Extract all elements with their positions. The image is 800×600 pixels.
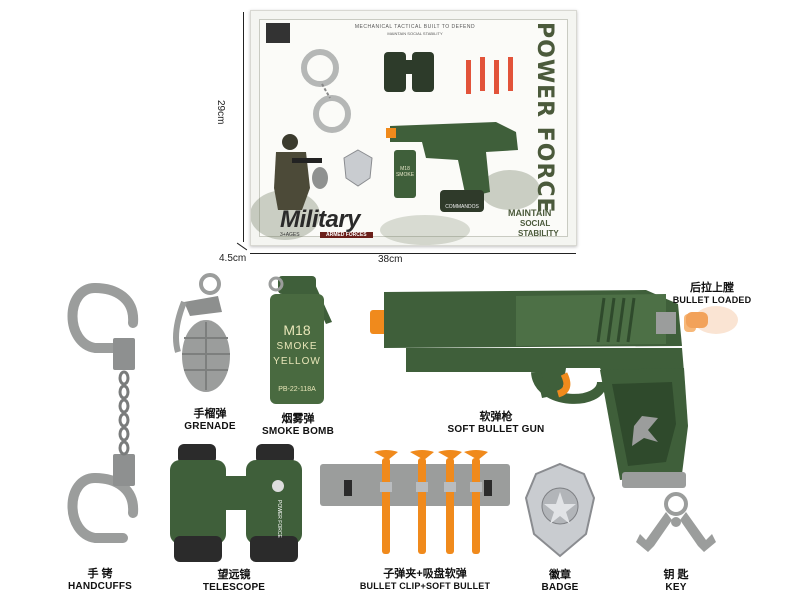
box-smoke-bomb-image	[394, 150, 416, 198]
handcuffs-en: HANDCUFFS	[67, 581, 133, 592]
bullet-loaded-cn: 后拉上膛	[689, 282, 734, 294]
package-subheader: MAINTAIN SOCIAL STABILITY	[387, 31, 443, 36]
smoke-bomb-en: SMOKE BOMB	[262, 426, 334, 437]
gun-cn: 软弹枪	[479, 411, 513, 423]
box-smoke-bomb-text: M18 SMOKE	[395, 166, 415, 178]
gun-image	[370, 290, 696, 488]
grenade-image	[173, 273, 230, 392]
smoke-bomb-print-1: M18	[283, 322, 311, 338]
bullet-loaded-label: 后拉上膛 BULLET LOADED	[673, 279, 752, 305]
package-logo	[266, 23, 290, 43]
bullet-loaded-en: BULLET LOADED	[672, 295, 752, 305]
slogan-line-3: STABILITY	[518, 229, 559, 238]
package-box: MECHANICAL TACTICAL BUILT TO DEFEND MAIN…	[250, 10, 577, 246]
handcuffs-image	[67, 283, 139, 543]
telescope-en: TELESCOPE	[202, 582, 266, 593]
package-window: MECHANICAL TACTICAL BUILT TO DEFEND MAIN…	[251, 19, 568, 245]
slogan-line-2: SOCIAL	[520, 219, 551, 228]
height-dimension-line	[243, 12, 244, 242]
width-dimension-label: 38cm	[378, 254, 403, 265]
grenade-en: GRENADE	[184, 421, 236, 432]
key-label: 钥 匙 KEY	[663, 566, 688, 593]
handcuffs-cn: 手 铐	[87, 568, 113, 580]
smoke-bomb-code: PB-22-118A	[278, 386, 316, 393]
smoke-bomb-image	[268, 276, 332, 404]
brand-logo: Military	[280, 206, 361, 233]
package-side-title: POWER FORCE	[532, 22, 557, 214]
smoke-bomb-cn: 烟雾弹	[281, 413, 315, 425]
box-telescope-image	[384, 52, 434, 92]
height-dimension-label: 29cm	[215, 100, 226, 125]
badge-cn: 徽章	[549, 569, 571, 581]
telescope-label: 望远镜 TELESCOPE	[203, 566, 265, 593]
width-dimension-line	[250, 253, 576, 254]
commandos-emblem	[440, 190, 484, 212]
bullets-en: BULLET CLIP+SOFT BULLET	[359, 581, 491, 591]
bullet-loaded-flash	[686, 306, 738, 334]
key-en: KEY	[665, 582, 687, 593]
depth-dimension-line	[236, 242, 248, 251]
gun-label: 软弹枪 SOFT BULLET GUN	[448, 408, 545, 435]
box-badge-image	[343, 149, 373, 187]
bullet-clip-image	[320, 450, 510, 554]
box-handcuffs-image	[301, 49, 351, 133]
smoke-bomb-label: 烟雾弹 SMOKE BOMB	[262, 410, 334, 437]
grenade-label: 手榴弹 GRENADE	[184, 405, 235, 432]
badge-en: BADGE	[541, 582, 579, 593]
box-gun-image	[386, 122, 518, 198]
bullets-label: 子弹夹+吸盘软弹 BULLET CLIP+SOFT BULLET	[360, 565, 490, 591]
key-cn: 钥 匙	[663, 569, 689, 581]
grenade-cn: 手榴弹	[193, 408, 227, 420]
badge-label: 徽章 BADGE	[541, 566, 578, 593]
box-bullets-image	[466, 57, 513, 94]
brand-subtitle: ARMED FORCES	[320, 232, 373, 238]
telescope-print: POWER FORCE	[276, 500, 282, 538]
box-grenade-image	[312, 167, 328, 189]
age-label: 3+AGES	[280, 232, 300, 238]
telescope-cn: 望远镜	[217, 569, 251, 581]
slogan-line-1: MAINTAIN	[508, 208, 552, 218]
package-header: MECHANICAL TACTICAL BUILT TO DEFEND	[354, 24, 476, 30]
handcuffs-label: 手 铐 HANDCUFFS	[68, 565, 132, 592]
gun-en: SOFT BULLET GUN	[447, 424, 545, 435]
box-soldier-image	[274, 134, 322, 210]
key-image	[636, 492, 716, 552]
smoke-bomb-print-2: SMOKE	[276, 341, 318, 352]
badge-image	[524, 462, 596, 558]
smoke-bomb-print-3: YELLOW	[273, 356, 321, 367]
telescope-image	[170, 444, 302, 562]
bullets-cn: 子弹夹+吸盘软弹	[383, 568, 467, 580]
depth-dimension-label: 4.5cm	[219, 253, 247, 264]
commandos-label: COMMANDOS	[445, 204, 479, 210]
